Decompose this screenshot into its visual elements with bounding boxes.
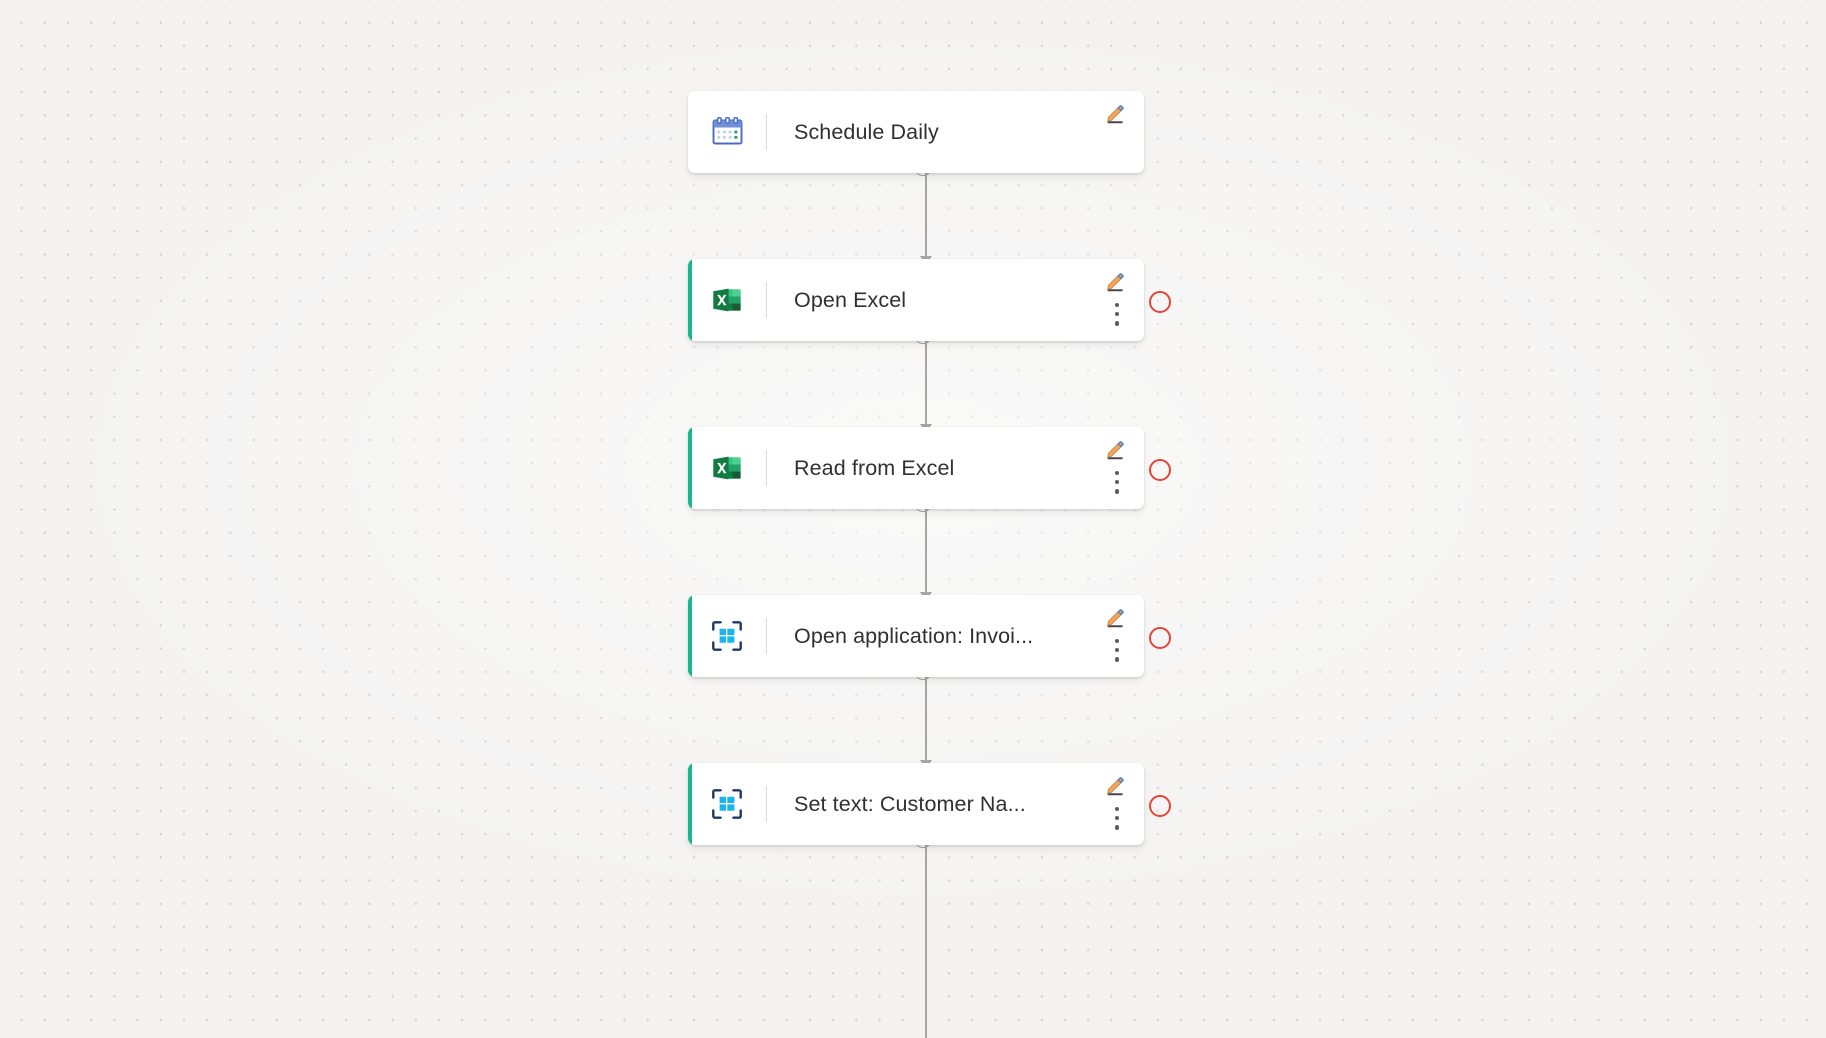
node-label: Open Excel — [794, 287, 907, 312]
node-icon-slot — [688, 763, 766, 845]
node-actions — [1078, 763, 1144, 845]
connector-4 — [914, 662, 938, 778]
edit-pencil-icon[interactable] — [1104, 103, 1126, 125]
node-actions — [1078, 595, 1144, 677]
connector-line — [925, 841, 927, 1038]
excel-icon — [711, 452, 743, 484]
more-options-icon[interactable] — [1115, 471, 1120, 494]
edit-pencil-icon[interactable] — [1104, 775, 1126, 797]
flow-node-read-from-excel[interactable]: Read from Excel — [688, 427, 1171, 509]
node-icon-slot — [688, 259, 766, 341]
more-options-icon[interactable] — [1115, 303, 1120, 326]
connector-line — [925, 169, 927, 263]
more-options-icon[interactable] — [1115, 807, 1120, 830]
node-actions — [1078, 259, 1144, 341]
edit-pencil-icon[interactable] — [1104, 607, 1126, 629]
icon-divider — [766, 114, 767, 150]
ui-automation-icon — [710, 787, 744, 821]
connector-5 — [914, 830, 938, 1038]
node-label: Open application: Invoi... — [794, 623, 1034, 648]
ui-automation-icon — [710, 619, 744, 653]
connector-line — [925, 673, 927, 767]
node-label: Set text: Customer Na... — [794, 791, 1026, 816]
calendar-icon — [711, 116, 744, 148]
status-ring[interactable] — [1149, 459, 1171, 481]
node-icon-slot — [688, 595, 766, 677]
status-ring[interactable] — [1149, 627, 1171, 649]
status-ring[interactable] — [1149, 795, 1171, 817]
flow-node-open-excel[interactable]: Open Excel — [688, 259, 1171, 341]
more-options-icon[interactable] — [1115, 639, 1120, 662]
excel-icon — [711, 284, 743, 316]
icon-divider — [766, 786, 767, 822]
node-actions — [1078, 91, 1144, 173]
icon-divider — [766, 450, 767, 486]
connector-line — [925, 505, 927, 599]
flow-node-open-application[interactable]: Open application: Invoi... — [688, 595, 1171, 677]
connector-3 — [914, 494, 938, 610]
node-actions — [1078, 427, 1144, 509]
node-label: Read from Excel — [794, 455, 955, 480]
connector-2 — [914, 326, 938, 442]
status-ring[interactable] — [1149, 291, 1171, 313]
flow-node-column: Schedule Daily — [688, 0, 1171, 1038]
node-icon-slot — [688, 91, 766, 173]
flow-node-schedule-daily[interactable]: Schedule Daily — [688, 91, 1144, 173]
edit-pencil-icon[interactable] — [1104, 439, 1126, 461]
node-label: Schedule Daily — [794, 119, 939, 144]
node-icon-slot — [688, 427, 766, 509]
connector-1 — [914, 158, 938, 274]
icon-divider — [766, 282, 767, 318]
connector-line — [925, 337, 927, 431]
icon-divider — [766, 618, 767, 654]
flow-node-set-text[interactable]: Set text: Customer Na... — [688, 763, 1171, 845]
edit-pencil-icon[interactable] — [1104, 271, 1126, 293]
